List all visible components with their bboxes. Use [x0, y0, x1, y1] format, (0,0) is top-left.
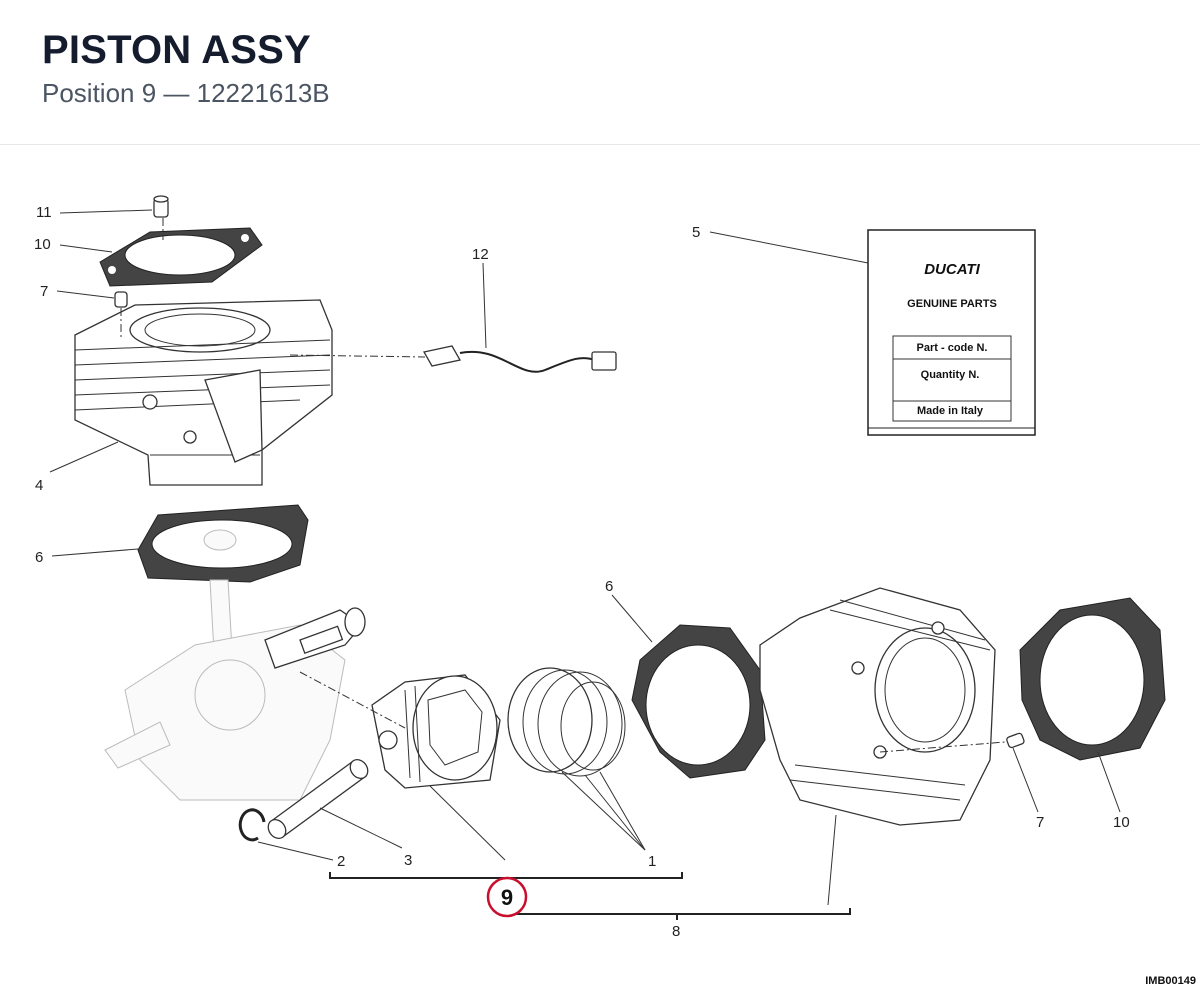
callout-4: 4: [35, 477, 43, 494]
cylinder-8: [759, 587, 996, 826]
header: PISTON ASSY Position 9 — 12221613B: [0, 0, 1200, 145]
callout-7-right: 7: [1036, 814, 1044, 831]
dowel-7-top: [114, 291, 128, 308]
callout-6-left: 6: [35, 549, 43, 566]
head-gasket-10: [99, 227, 263, 287]
genuine-parts-label-card: DUCATI GENUINE PARTS Part - code N. Quan…: [867, 229, 1036, 436]
callout-12: 12: [472, 246, 489, 263]
piston-rings-1: [507, 667, 626, 777]
circlip-2: [238, 808, 266, 842]
label-card-row2: Quantity N.: [921, 369, 980, 381]
callout-10-top: 10: [34, 236, 51, 253]
callout-5: 5: [692, 224, 700, 241]
callout-11: 11: [36, 204, 52, 221]
crankshaft-assembly: [104, 529, 366, 801]
cylinder-4: [74, 299, 333, 486]
label-card-row1: Part - code N.: [917, 342, 988, 354]
label-card-brand: DUCATI: [924, 261, 980, 278]
callout-2: 2: [337, 853, 345, 870]
head-gasket-10-right: [1019, 597, 1166, 761]
dowel-7-right: [1006, 732, 1025, 749]
piston: [371, 674, 501, 789]
label-card-row3: Made in Italy: [917, 405, 984, 417]
page-subtitle: Position 9 — 12221613B: [42, 78, 330, 108]
page-title: PISTON ASSY: [42, 28, 311, 72]
callout-10-right: 10: [1113, 814, 1130, 831]
temp-sensor-12: [422, 345, 617, 373]
position-highlight-ring: [486, 876, 528, 918]
callout-6-mid: 6: [605, 578, 613, 595]
label-card-line1: GENUINE PARTS: [907, 298, 997, 310]
gudgeon-pin-3: [267, 758, 369, 840]
callout-3: 3: [404, 852, 412, 869]
image-reference: IMB00149: [1145, 975, 1196, 987]
callout-7-top: 7: [40, 283, 48, 300]
callout-9: 9: [501, 885, 513, 910]
callout-8: 8: [672, 923, 680, 940]
highlighted-position-9[interactable]: 9: [486, 876, 528, 918]
base-gasket-6-mid: [631, 624, 766, 779]
dowel-11: [153, 195, 169, 218]
callout-1: 1: [648, 853, 656, 870]
